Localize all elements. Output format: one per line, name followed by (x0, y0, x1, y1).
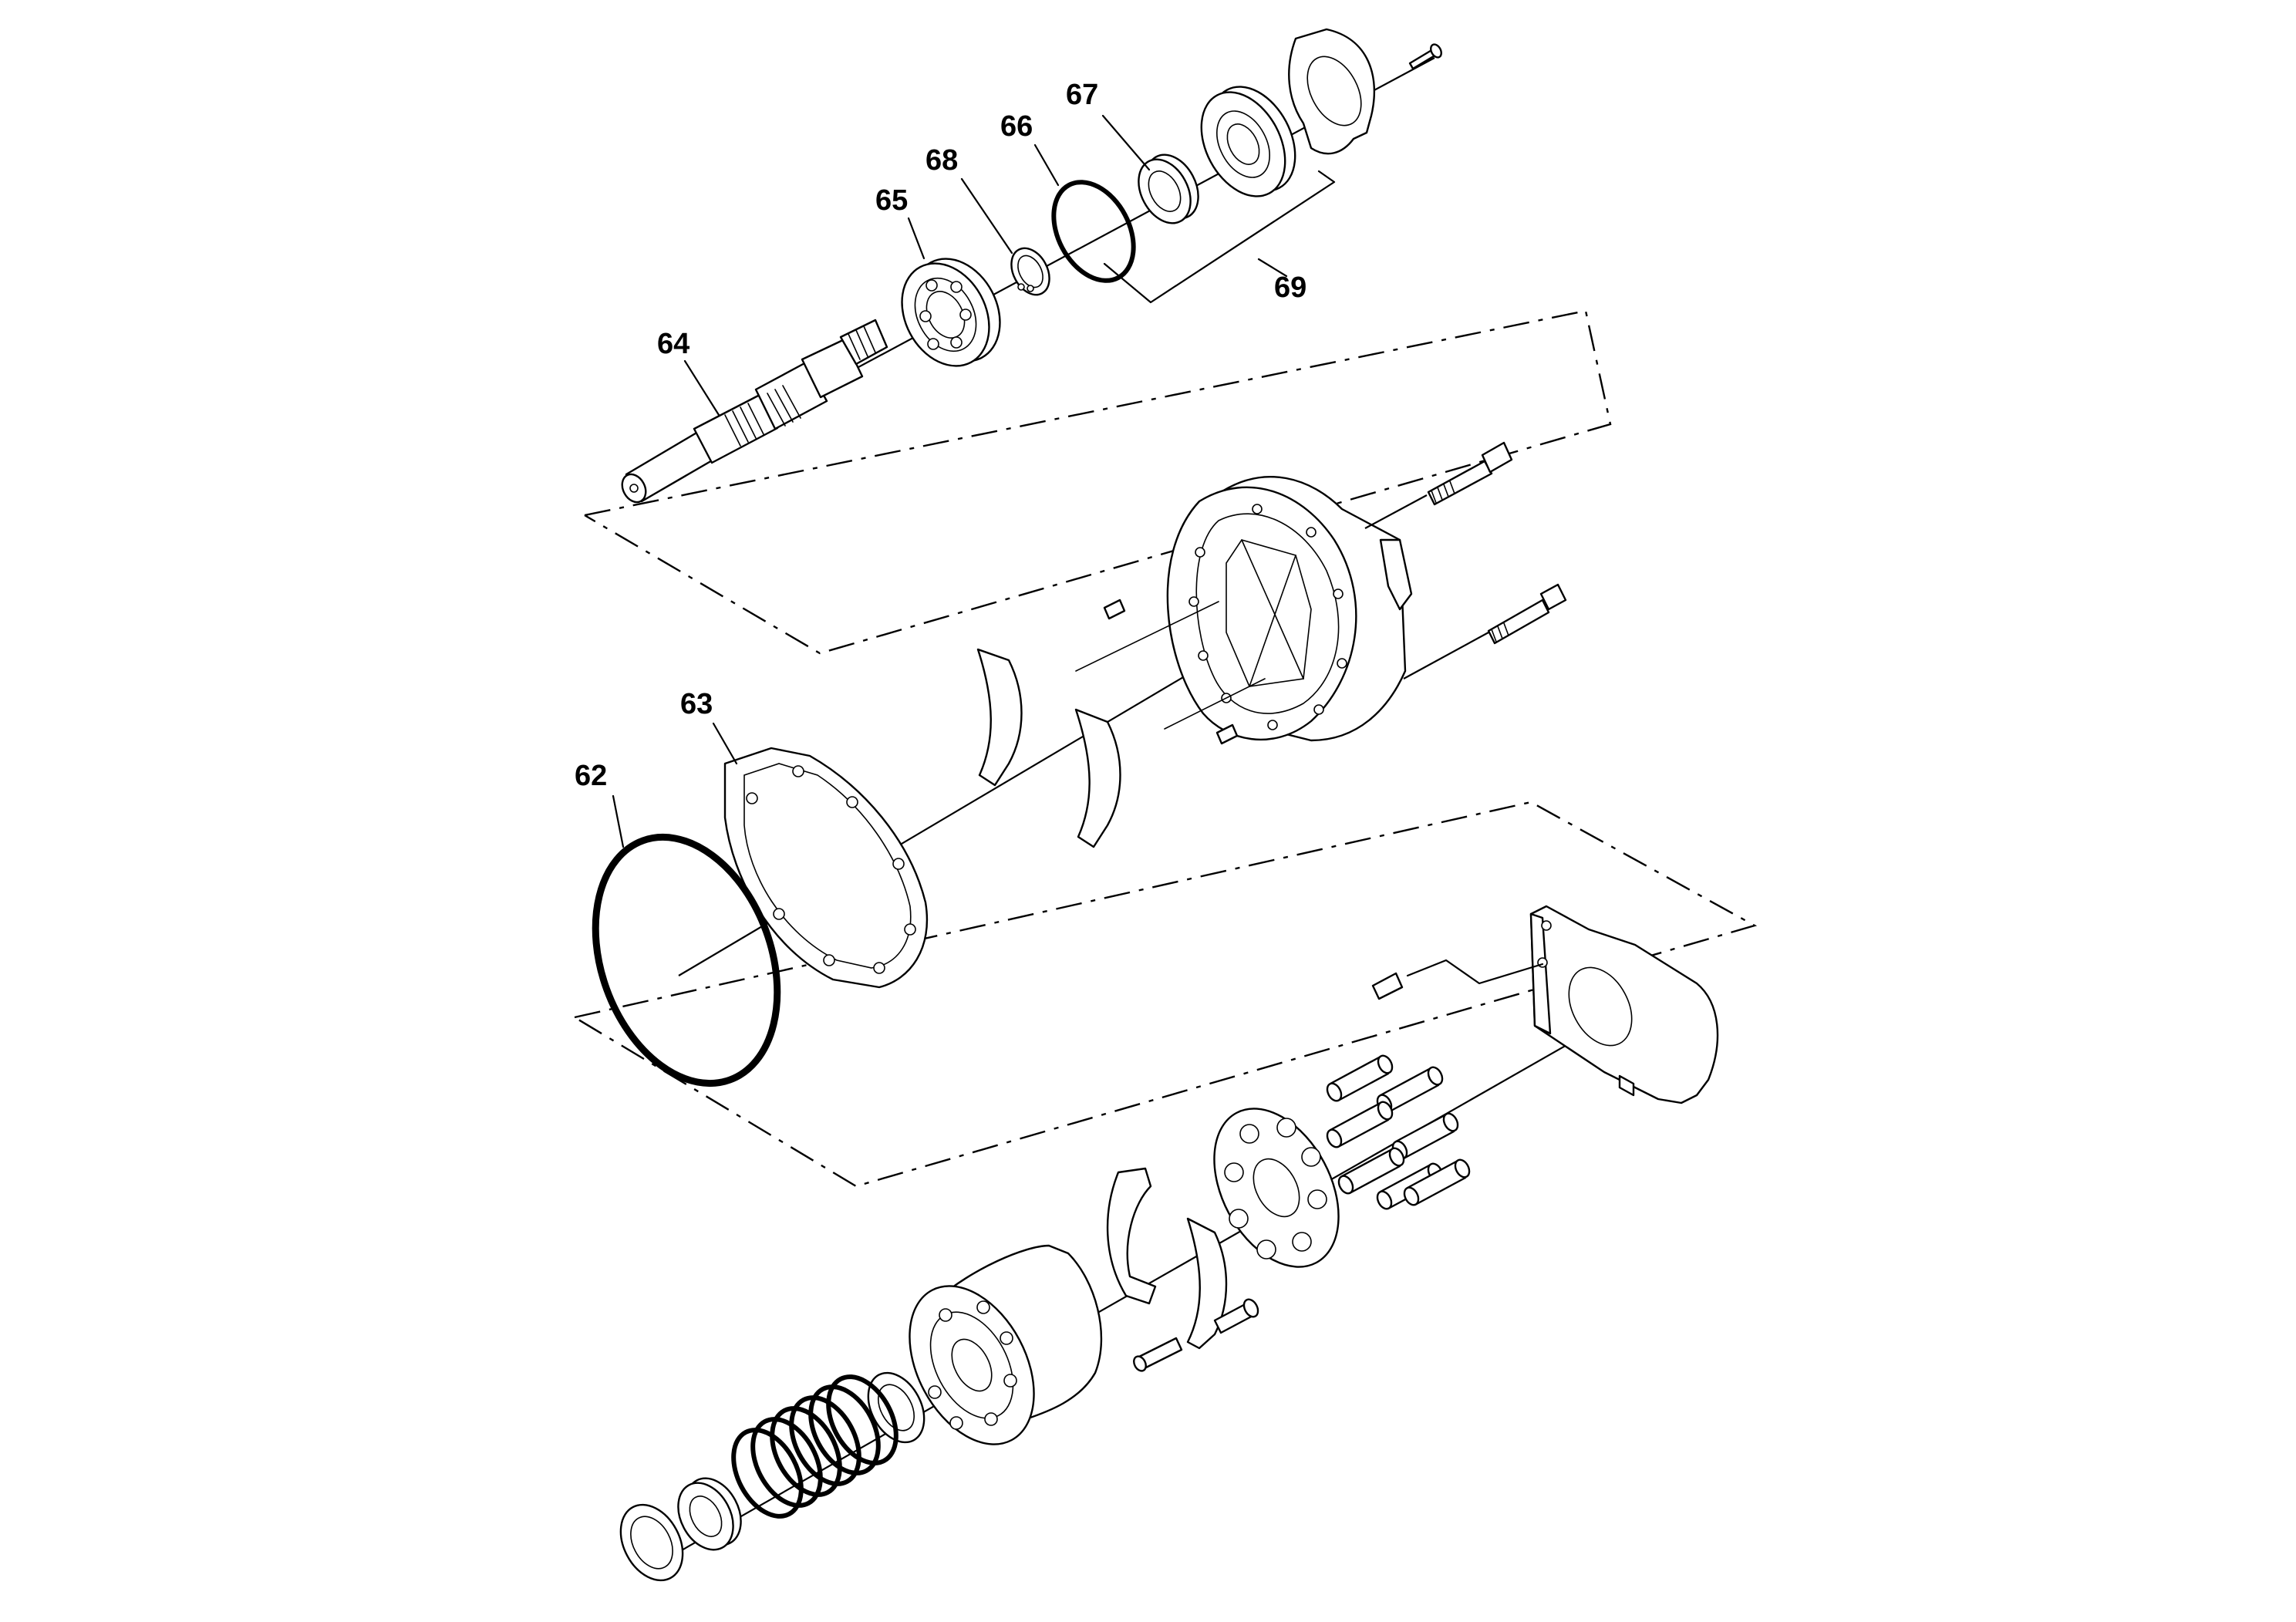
swash-bearing-half-lower (1074, 708, 1121, 848)
callout-62: 62 (575, 760, 607, 792)
retainer-guide-lower (1186, 1217, 1228, 1350)
block-spring (731, 1374, 899, 1519)
bolt-axis-lower (1403, 632, 1489, 679)
group-outline-housing (574, 801, 1758, 1188)
shaft-seal (1138, 153, 1199, 224)
pin-axis-b (1164, 678, 1266, 730)
ball-bearing (901, 258, 1001, 367)
retainer-bore (1306, 56, 1362, 126)
callout-64: 64 (657, 328, 689, 360)
piston-retaining-plate (1213, 1108, 1340, 1268)
spring-seat (677, 1477, 742, 1551)
callout-67: 67 (1066, 79, 1098, 111)
o-ring-66 (1051, 180, 1136, 283)
callout-65: 65 (875, 184, 908, 217)
motor-housing (1166, 476, 1413, 742)
callout-63: 63 (680, 688, 713, 720)
seal-carrier (1200, 86, 1296, 197)
port-plate (1529, 905, 1719, 1104)
callout-leaders (612, 114, 1288, 848)
retainer-guide-upper (1106, 1167, 1157, 1305)
end-washer (619, 1503, 684, 1582)
callout-69-bracket (1103, 170, 1336, 304)
housing-o-ring (592, 833, 781, 1088)
swash-bearing-half-upper (976, 648, 1023, 787)
housing-gasket (723, 747, 929, 989)
group-outline-shaft (584, 309, 1612, 655)
port-plate-leader (1406, 959, 1544, 985)
housing-bolt-upper (1427, 441, 1513, 506)
bolt-axis-upper (1364, 494, 1428, 529)
pin-axis-a (1075, 601, 1219, 672)
drive-shaft (621, 319, 888, 504)
cylinder-block (909, 1244, 1103, 1445)
snap-ring (1010, 247, 1050, 296)
dowel-pin-lower (1215, 723, 1239, 745)
dowel-pin-upper (1103, 599, 1126, 620)
callout-68: 68 (925, 144, 958, 177)
guide-screw-a (1133, 1337, 1183, 1372)
callout-69: 69 (1274, 271, 1306, 304)
callout-66: 66 (1000, 110, 1033, 143)
port-plate-pin (1371, 972, 1404, 1000)
housing-bolt-lower (1487, 583, 1567, 645)
piston-set (1326, 1054, 1471, 1210)
block-thrust-washer (867, 1371, 925, 1444)
guide-screw-b (1213, 1298, 1259, 1334)
retainer-screw (1408, 43, 1442, 70)
